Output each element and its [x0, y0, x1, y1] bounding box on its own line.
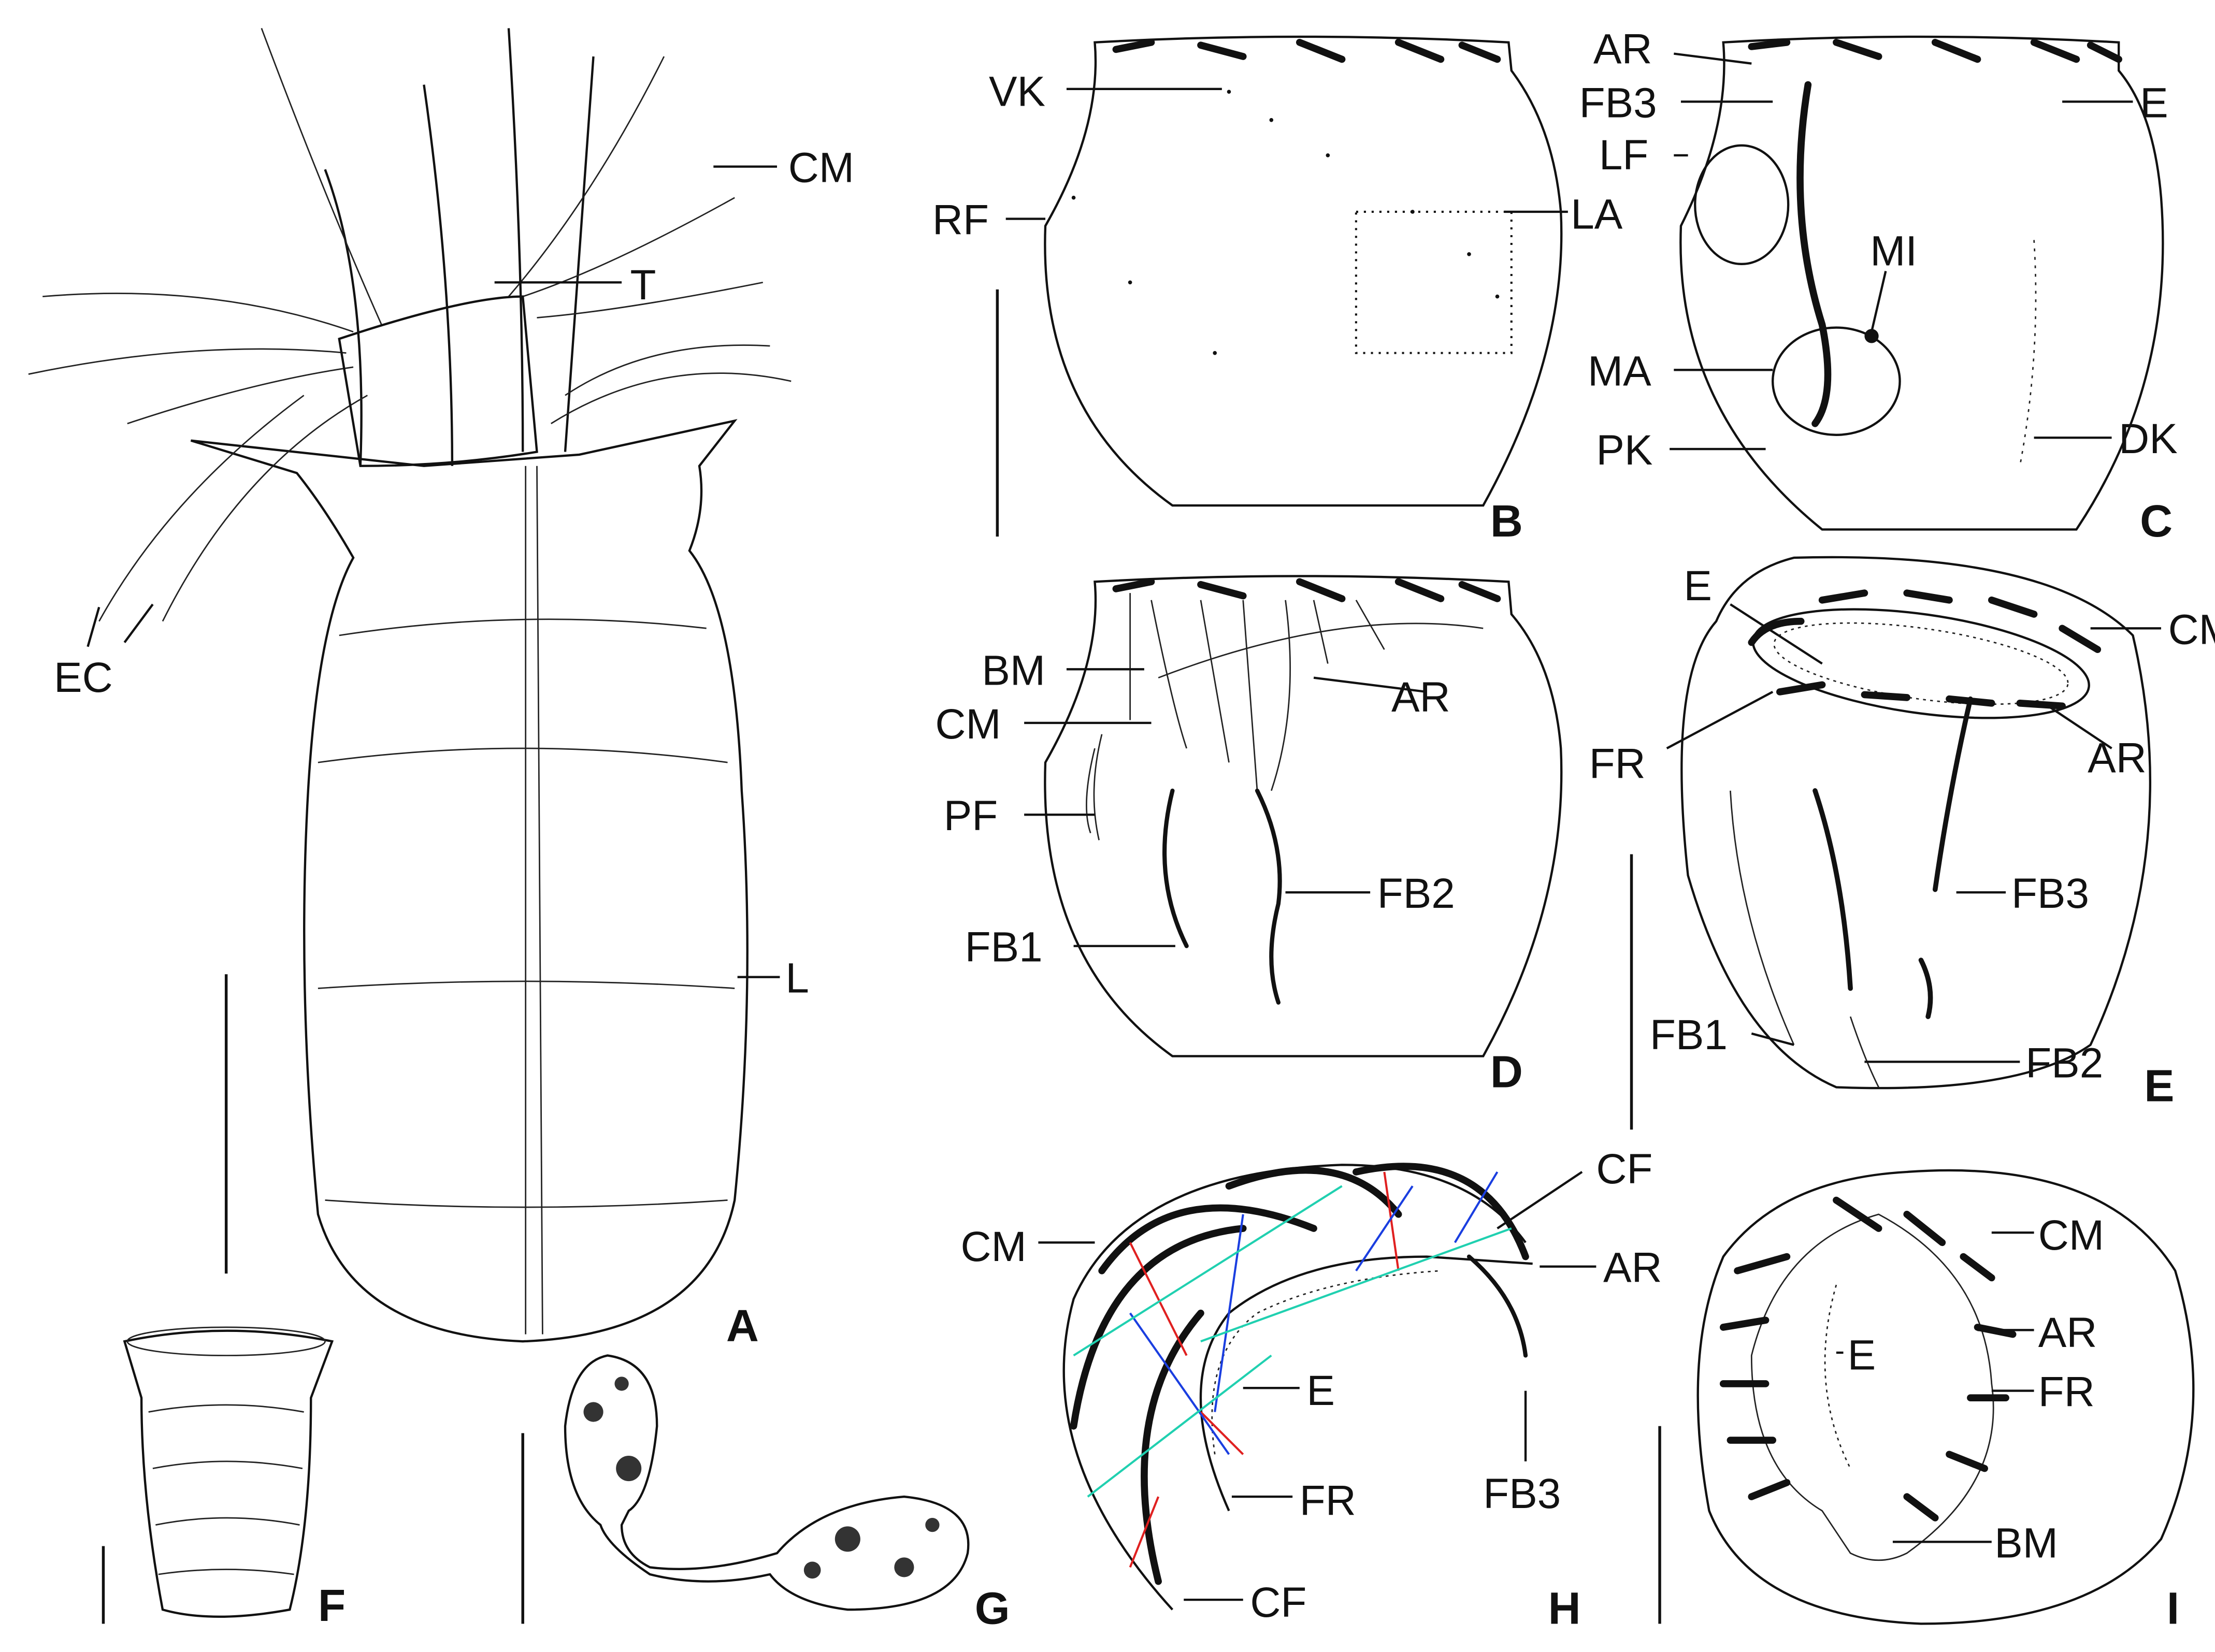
- label-e-fr: FR: [1589, 740, 1646, 787]
- panel-letter-c: C: [2140, 496, 2173, 546]
- panel-letter-d: D: [1490, 1047, 1523, 1097]
- leader-h-cf1: [1497, 1171, 1583, 1229]
- label-e-fb3: FB3: [2011, 870, 2089, 917]
- label-c-pk: PK: [1596, 427, 1652, 474]
- leader-e-fb1: [1751, 1032, 1794, 1046]
- label-c-mi: MI: [1870, 228, 1917, 275]
- label-b-rf: RF: [932, 197, 989, 244]
- label-h-fr: FR: [1300, 1477, 1356, 1525]
- leader-e-e: [1730, 603, 1823, 665]
- panel-letter-f: F: [318, 1581, 346, 1631]
- label-e-fb2: FB2: [2025, 1039, 2103, 1086]
- label-c-lf: LF: [1599, 132, 1648, 179]
- label-a-ec: EC: [54, 654, 113, 701]
- label-a-l: L: [785, 955, 809, 1002]
- label-h-fb3: FB3: [1483, 1470, 1561, 1517]
- label-d-fb2: FB2: [1377, 870, 1455, 917]
- label-d-bm: BM: [982, 647, 1045, 694]
- label-c-ar: AR: [1593, 26, 1652, 73]
- panel-letter-h: H: [1548, 1583, 1581, 1633]
- label-c-fb3: FB3: [1579, 79, 1657, 126]
- label-h-cf2: CF: [1250, 1579, 1306, 1626]
- panel-g-drawing: [564, 1354, 970, 1611]
- label-d-cm: CM: [935, 701, 1001, 748]
- label-b-vk: VK: [989, 68, 1045, 115]
- panel-e-drawing: [1680, 556, 2152, 1090]
- leader-e-fr: [1666, 691, 1774, 749]
- label-h-ar: AR: [1603, 1244, 1662, 1292]
- leader-c-ar: [1674, 52, 1752, 65]
- label-d-ar: AR: [1391, 674, 1450, 721]
- panel-letter-e: E: [2144, 1061, 2174, 1111]
- panel-letter-b: B: [1490, 496, 1523, 546]
- label-h-e: E: [1306, 1367, 1335, 1414]
- panel-letter-a: A: [726, 1301, 759, 1351]
- leader-d-ar: [1313, 676, 1427, 693]
- label-e-fb1: FB1: [1650, 1011, 1728, 1059]
- label-c-e: E: [2140, 79, 2168, 126]
- leader-c-mi: [1870, 270, 1887, 332]
- label-e-e: E: [1684, 562, 1712, 610]
- panel-h-drawing: [1062, 1163, 1533, 1611]
- leader-e-ar: [2047, 705, 2112, 749]
- panel-a-drawing: [28, 28, 792, 1343]
- panel-f-drawing: [123, 1326, 334, 1618]
- leader-a-ec1: [87, 606, 100, 647]
- panel-i-drawing: [1696, 1169, 2195, 1625]
- label-e-cm: CM: [2168, 606, 2215, 653]
- label-c-dk: DK: [2119, 415, 2178, 462]
- panel-letter-g: G: [975, 1583, 1010, 1633]
- label-h-cm: CM: [960, 1223, 1026, 1270]
- label-a-cm: CM: [788, 144, 854, 192]
- label-d-pf: PF: [944, 792, 998, 839]
- label-e-ar: AR: [2088, 734, 2147, 781]
- panel-b-drawing: [1044, 35, 1563, 507]
- leader-a-ec2: [123, 603, 154, 643]
- panel-d-drawing: [1044, 575, 1563, 1057]
- panel-letter-i: I: [2167, 1583, 2179, 1633]
- label-i-fr: FR: [2038, 1369, 2095, 1416]
- label-b-la: LA: [1571, 191, 1622, 238]
- label-c-ma: MA: [1588, 347, 1651, 395]
- label-d-fb1: FB1: [965, 924, 1043, 971]
- label-i-cm: CM: [2038, 1212, 2104, 1259]
- label-a-t: T: [630, 262, 656, 309]
- label-i-bm: BM: [1994, 1519, 2058, 1567]
- label-i-ar: AR: [2038, 1309, 2097, 1356]
- label-i-e: E: [1848, 1332, 1876, 1379]
- panel-c-drawing: [1679, 35, 2164, 531]
- label-h-cf1: CF: [1596, 1146, 1652, 1193]
